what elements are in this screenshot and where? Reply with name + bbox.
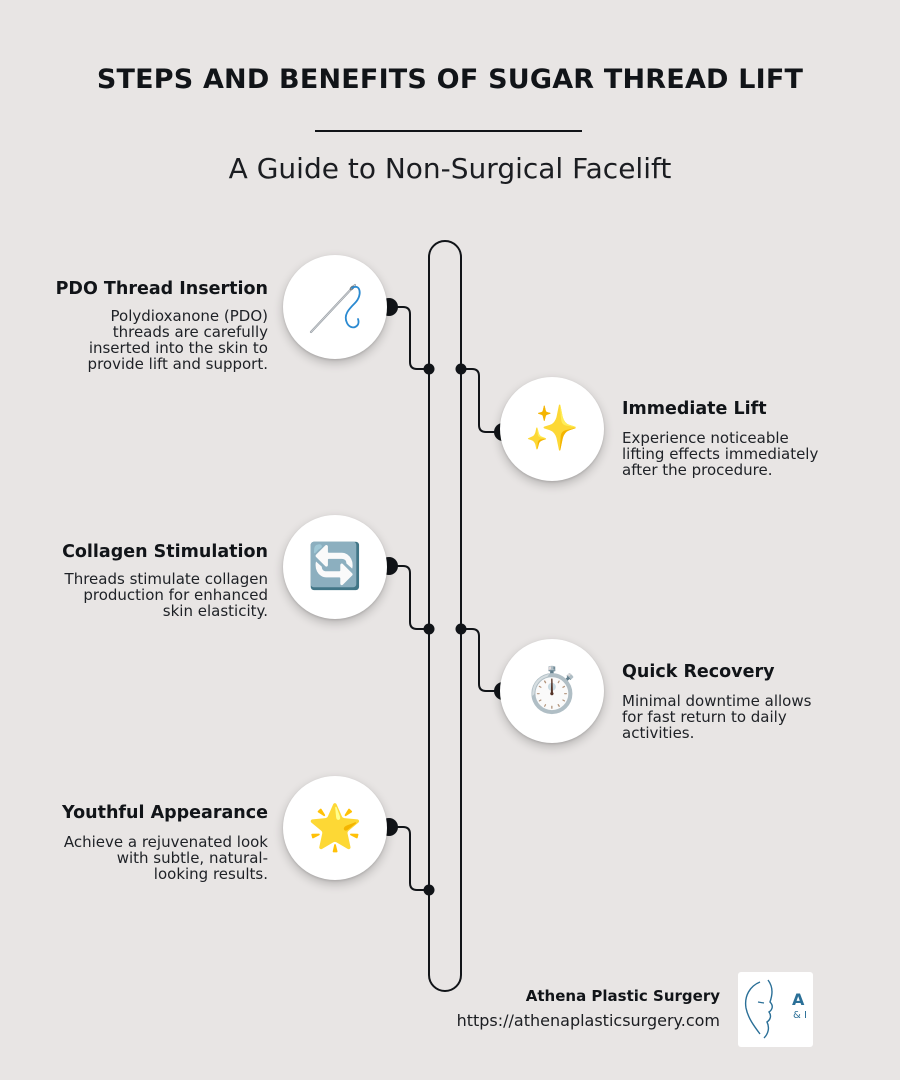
step-3-title: Collagen Stimulation: [62, 542, 268, 562]
step-5-icon-circle: 🌟: [283, 776, 387, 880]
page-subtitle: A Guide to Non-Surgical Facelift: [228, 152, 672, 185]
step-3-description: Threads stimulate collagen production fo…: [65, 571, 268, 619]
step-4-desc-line: for fast return to daily: [622, 708, 787, 726]
glowing-star-icon: 🌟: [307, 802, 363, 853]
connector-dot-step-3-track: [423, 623, 435, 635]
step-3-icon-circle: 🔄: [283, 515, 387, 619]
step-2-description: Experience noticeable lifting effects im…: [622, 430, 818, 478]
connector-step-5: [389, 826, 429, 891]
connector-dot-step-5-track: [423, 884, 435, 896]
step-4-desc-line: Minimal downtime allows: [622, 692, 812, 710]
connector-dot-step-4-track: [455, 623, 467, 635]
needle-thread-icon: [309, 283, 361, 334]
step-5-desc-line: with subtle, natural-: [116, 849, 268, 867]
step-1-description: Polydioxanone (PDO) threads are carefull…: [88, 308, 268, 372]
footer-brand-name: Athena Plastic Surgery: [525, 987, 720, 1005]
step-1-title: PDO Thread Insertion: [55, 279, 268, 299]
timeline-track: [428, 240, 462, 992]
step-1-desc-line: provide lift and support.: [87, 355, 268, 373]
step-4-icon-circle: ⏱️: [500, 639, 604, 743]
connector-dot-step-2-track: [455, 363, 467, 375]
sparkles-icon: ✨: [524, 403, 580, 454]
step-4-description: Minimal downtime allows for fast return …: [622, 693, 811, 741]
step-1-desc-line: Polydioxanone (PDO): [110, 307, 269, 325]
connector-step-2: [461, 368, 503, 433]
footer-website-link[interactable]: https://athenaplasticsurgery.com: [456, 1011, 720, 1030]
step-2-desc-line: after the procedure.: [622, 461, 773, 479]
step-2-icon-circle: ✨: [500, 377, 604, 481]
step-5-desc-line: looking results.: [153, 865, 268, 883]
step-1-icon-circle: [283, 255, 387, 359]
stopwatch-icon: ⏱️: [524, 665, 580, 716]
connector-dot-step-1-track: [423, 363, 435, 375]
step-4-title: Quick Recovery: [622, 662, 775, 682]
step-5-desc-line: Achieve a rejuvenated look: [63, 833, 268, 851]
face-profile-icon: [744, 979, 773, 1039]
step-2-desc-line: Experience noticeable: [622, 429, 789, 447]
logo-subtext: & I: [793, 1010, 807, 1021]
step-3-desc-line: skin elasticity.: [162, 602, 268, 620]
step-4-desc-line: activities.: [622, 724, 695, 742]
brand-logo: A & I: [738, 972, 813, 1047]
page-title: STEPS AND BENEFITS OF SUGAR THREAD LIFT: [96, 64, 804, 95]
step-2-title: Immediate Lift: [622, 399, 767, 419]
logo-letter: A: [792, 990, 805, 1009]
step-3-desc-line: Threads stimulate collagen: [64, 570, 268, 588]
title-divider: [315, 130, 582, 132]
connector-step-4: [461, 628, 503, 692]
step-1-desc-line: threads are carefully: [112, 323, 268, 341]
step-3-desc-line: production for enhanced: [83, 586, 268, 604]
step-5-description: Achieve a rejuvenated look with subtle, …: [64, 834, 268, 882]
step-1-desc-line: inserted into the skin to: [88, 339, 268, 357]
refresh-arrows-icon: 🔄: [307, 541, 363, 592]
connector-step-3: [389, 565, 429, 630]
step-2-desc-line: lifting effects immediately: [622, 445, 819, 463]
step-5-title: Youthful Appearance: [62, 803, 268, 823]
connector-step-1: [389, 306, 429, 370]
